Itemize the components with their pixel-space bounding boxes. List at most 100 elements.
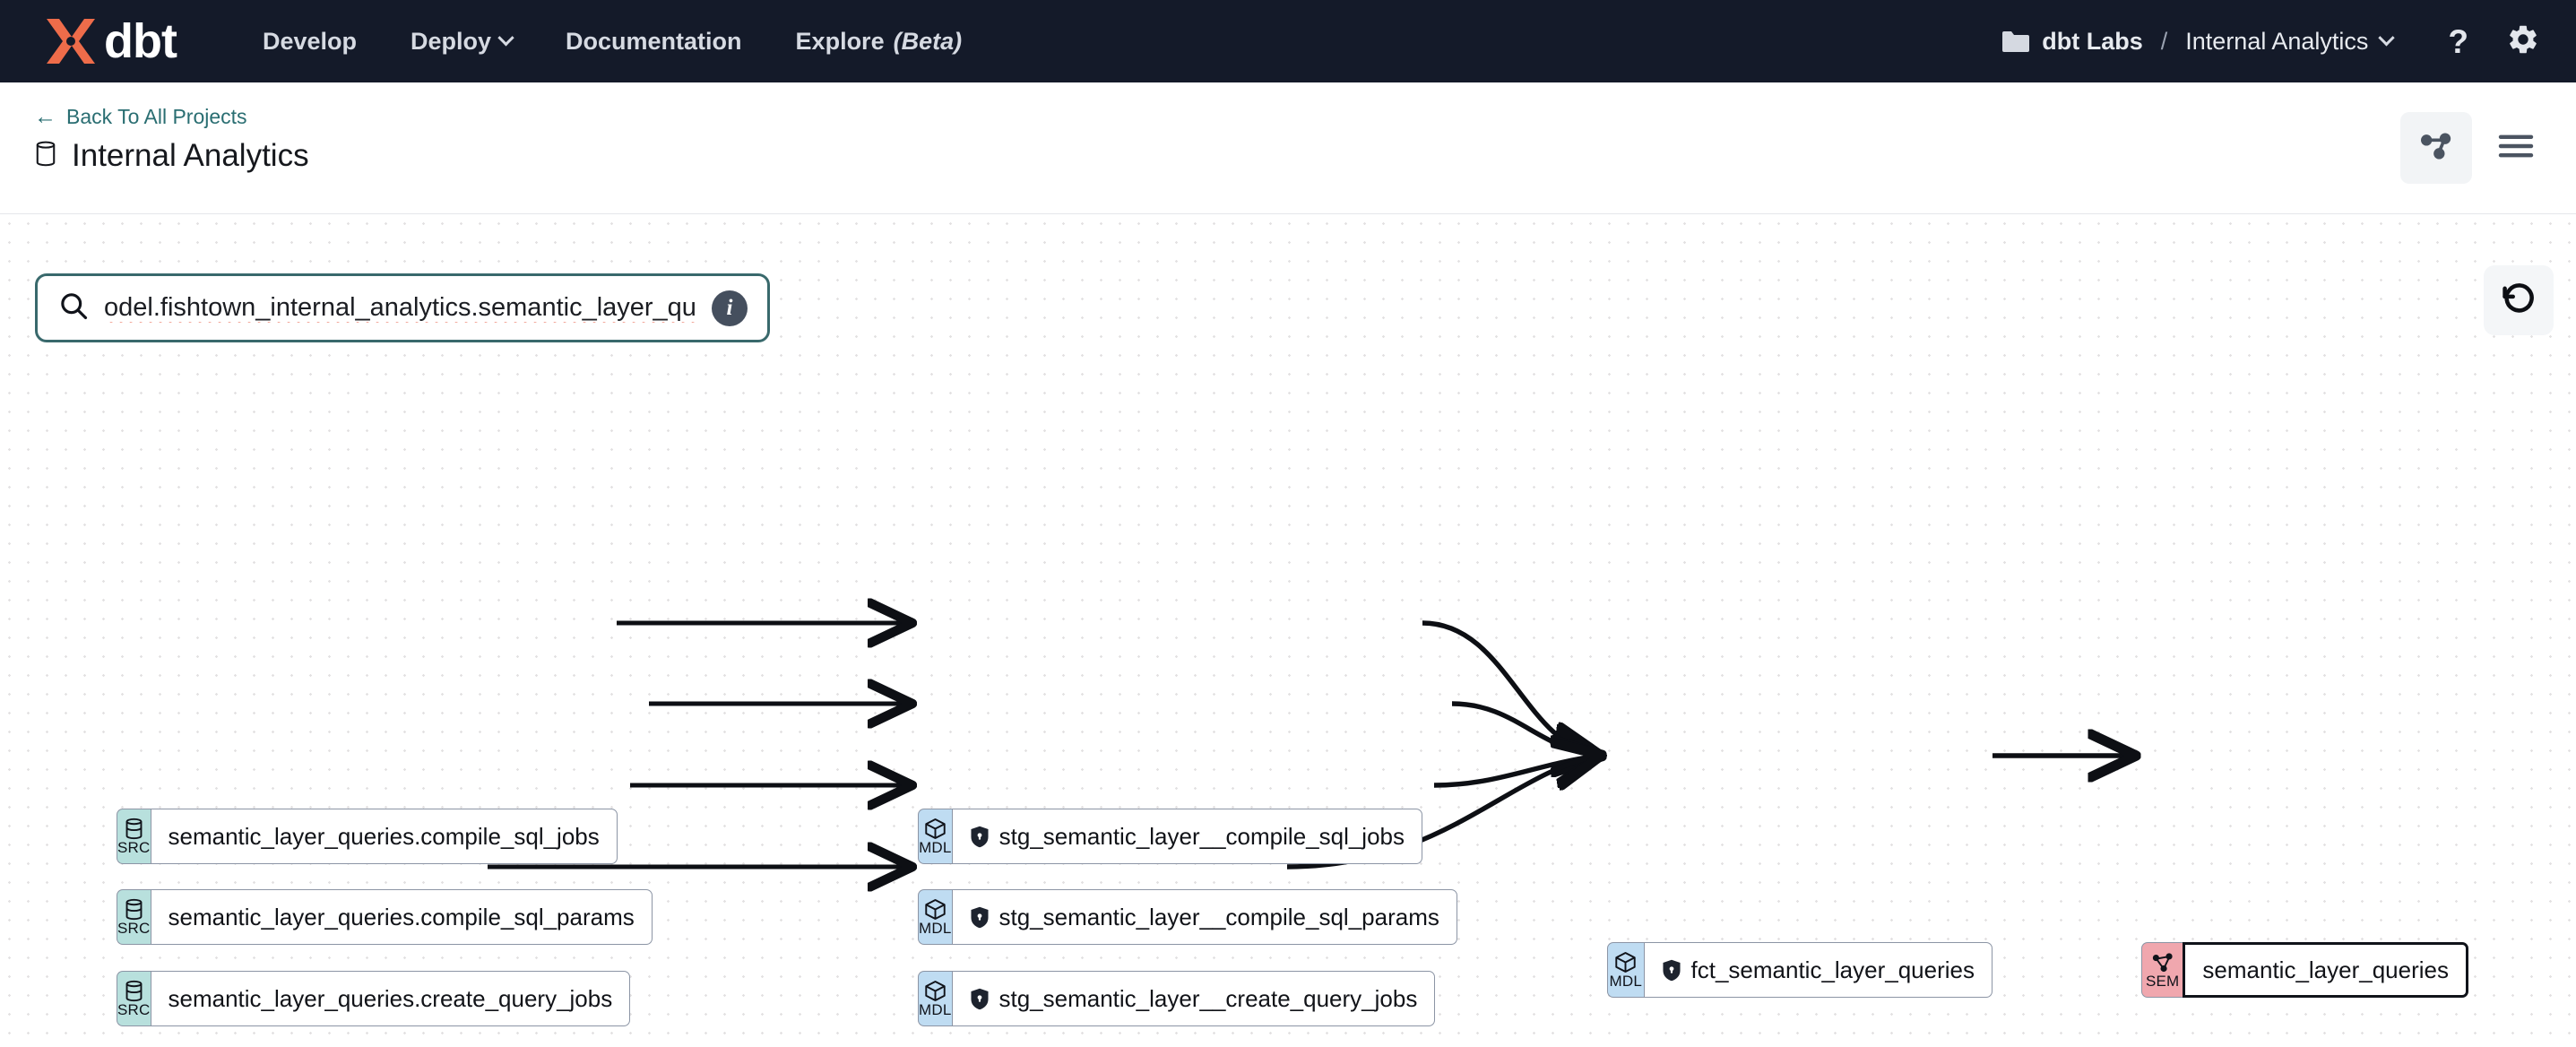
- nav-item-explore-beta-tag: (Beta): [893, 27, 963, 55]
- top-navigation-bar: dbt Develop Deploy Documentation Explore…: [0, 0, 2576, 82]
- node-type-badge-src: SRC: [117, 971, 151, 1026]
- node-type-badge-mdl: MDL: [918, 971, 952, 1026]
- search-input[interactable]: odel.fishtown_internal_analytics.semanti…: [104, 293, 697, 322]
- primary-nav-links: Develop Deploy Documentation Explore (Be…: [236, 28, 989, 56]
- reset-view-button[interactable]: [2484, 265, 2554, 335]
- node-type-label: SRC: [117, 839, 151, 857]
- cube-icon: [924, 979, 947, 1002]
- lineage-node-mdl-stg-create-query-jobs[interactable]: MDL stg_semantic_layer__create_query_job…: [918, 971, 1436, 1026]
- search-input-wrapper[interactable]: odel.fishtown_internal_analytics.semanti…: [35, 273, 770, 342]
- info-icon[interactable]: i: [712, 290, 748, 326]
- search-icon: [57, 290, 90, 326]
- edge-mdl1-fct: [1422, 620, 1598, 756]
- chevron-down-icon: [497, 29, 514, 46]
- lineage-node-mdl-stg-compile-sql-jobs[interactable]: MDL stg_semantic_layer__compile_sql_jobs: [918, 809, 1422, 864]
- node-type-label: MDL: [919, 920, 952, 938]
- node-label: semantic_layer_queries.create_query_jobs: [168, 984, 613, 1012]
- database-cylinder-icon: [124, 817, 144, 840]
- dbt-logo-text: dbt: [104, 14, 177, 68]
- project-subheader: ← Back To All Projects Internal Analytic…: [0, 82, 2576, 214]
- lineage-canvas[interactable]: odel.fishtown_internal_analytics.semanti…: [0, 214, 2576, 1047]
- database-cylinder-icon: [124, 979, 144, 1002]
- lineage-node-mdl-fct-semantic-layer-queries[interactable]: MDL fct_semantic_layer_queries: [1607, 942, 1993, 998]
- node-type-badge-src: SRC: [117, 889, 151, 945]
- arrow-left-icon: ←: [34, 104, 56, 129]
- node-body: semantic_layer_queries: [2183, 942, 2468, 998]
- node-type-label: SRC: [117, 920, 151, 938]
- cube-icon: [924, 897, 947, 921]
- nav-item-develop[interactable]: Develop: [236, 28, 384, 56]
- back-to-all-projects-link[interactable]: ← Back To All Projects: [34, 105, 247, 129]
- lineage-graph: SRC semantic_layer_queries.compile_sql_j…: [0, 214, 2576, 1047]
- node-body: semantic_layer_queries.compile_sql_param…: [150, 889, 653, 945]
- nav-item-deploy[interactable]: Deploy: [384, 28, 539, 56]
- list-view-button[interactable]: [2488, 112, 2544, 184]
- lineage-node-src-compile-sql-params[interactable]: SRC semantic_layer_queries.compile_sql_p…: [117, 889, 653, 945]
- nav-item-develop-label: Develop: [262, 27, 357, 55]
- node-type-badge-sem: SEM: [2141, 942, 2183, 998]
- reset-rotate-left-icon: [2500, 280, 2537, 322]
- nav-separator: /: [2160, 27, 2168, 55]
- node-type-badge-src: SRC: [117, 809, 151, 864]
- node-type-label: MDL: [919, 839, 952, 857]
- lineage-node-src-create-query-jobs[interactable]: SRC semantic_layer_queries.create_query_…: [117, 971, 631, 1026]
- organization-name: dbt Labs: [2042, 27, 2143, 55]
- node-body: semantic_layer_queries.create_query_jobs: [150, 971, 631, 1026]
- cube-icon: [1614, 950, 1637, 973]
- node-type-label: MDL: [919, 1001, 952, 1019]
- node-label: stg_semantic_layer__compile_sql_params: [998, 903, 1439, 930]
- page-title: Internal Analytics: [72, 138, 309, 173]
- lineage-node-sem-semantic-layer-queries[interactable]: SEM semantic_layer_queries: [2141, 942, 2468, 998]
- node-label: stg_semantic_layer__compile_sql_jobs: [998, 822, 1405, 850]
- lineage-edges: [488, 214, 2576, 1047]
- project-switcher[interactable]: Internal Analytics: [2185, 27, 2396, 56]
- nav-item-explore[interactable]: Explore (Beta): [769, 28, 990, 56]
- node-type-label: SEM: [2145, 973, 2180, 991]
- shield-lock-icon: [970, 906, 990, 929]
- database-cylinder-icon: [124, 897, 144, 921]
- page-title-row: Internal Analytics: [34, 138, 309, 174]
- folder-icon: [2001, 30, 2030, 53]
- node-type-badge-mdl: MDL: [1607, 942, 1644, 998]
- chevron-down-icon: [2378, 29, 2396, 46]
- lineage-node-src-compile-sql-jobs[interactable]: SRC semantic_layer_queries.compile_sql_j…: [117, 809, 618, 864]
- lineage-view-button[interactable]: [2400, 112, 2472, 184]
- project-switcher-label: Internal Analytics: [2185, 27, 2369, 55]
- nav-item-deploy-label: Deploy: [411, 27, 492, 55]
- database-icon: [34, 141, 57, 172]
- node-label: fct_semantic_layer_queries: [1690, 956, 1975, 983]
- settings-button[interactable]: [2506, 22, 2540, 61]
- nav-right-section: dbt Labs / Internal Analytics ?: [2001, 22, 2540, 61]
- node-label: semantic_layer_queries.compile_sql_jobs: [168, 822, 600, 850]
- organization-chip[interactable]: dbt Labs: [2001, 28, 2143, 56]
- node-label: stg_semantic_layer__create_query_jobs: [998, 984, 1418, 1012]
- node-body: stg_semantic_layer__create_query_jobs: [951, 971, 1436, 1026]
- gear-icon: [2506, 22, 2540, 61]
- view-toggle-group: [2400, 112, 2544, 184]
- shield-lock-icon: [1662, 959, 1681, 982]
- lineage-node-mdl-stg-compile-sql-params[interactable]: MDL stg_semantic_layer__compile_sql_para…: [918, 889, 1457, 945]
- node-body: stg_semantic_layer__compile_sql_jobs: [951, 809, 1422, 864]
- shield-lock-icon: [970, 826, 990, 848]
- node-body: fct_semantic_layer_queries: [1643, 942, 1993, 998]
- node-body: semantic_layer_queries.compile_sql_jobs: [150, 809, 618, 864]
- semantic-network-icon: [2151, 950, 2174, 973]
- nav-item-explore-label: Explore: [795, 27, 885, 55]
- back-to-all-projects-label: Back To All Projects: [66, 105, 247, 128]
- nav-item-documentation-label: Documentation: [566, 27, 742, 55]
- shield-lock-icon: [970, 988, 990, 1010]
- node-type-label: SRC: [117, 1001, 151, 1019]
- dbt-logo-icon: [39, 13, 99, 69]
- help-button[interactable]: ?: [2448, 25, 2468, 58]
- node-type-badge-mdl: MDL: [918, 889, 952, 945]
- hamburger-menu-icon: [2497, 131, 2535, 166]
- node-label: semantic_layer_queries.compile_sql_param…: [168, 903, 635, 930]
- lineage-graph-icon: [2418, 128, 2454, 169]
- node-label: semantic_layer_queries: [2202, 956, 2449, 983]
- help-icon: ?: [2448, 22, 2468, 60]
- nav-item-documentation[interactable]: Documentation: [539, 28, 769, 56]
- node-type-badge-mdl: MDL: [918, 809, 952, 864]
- dbt-logo[interactable]: dbt: [39, 13, 177, 69]
- cube-icon: [924, 817, 947, 840]
- node-body: stg_semantic_layer__compile_sql_params: [951, 889, 1457, 945]
